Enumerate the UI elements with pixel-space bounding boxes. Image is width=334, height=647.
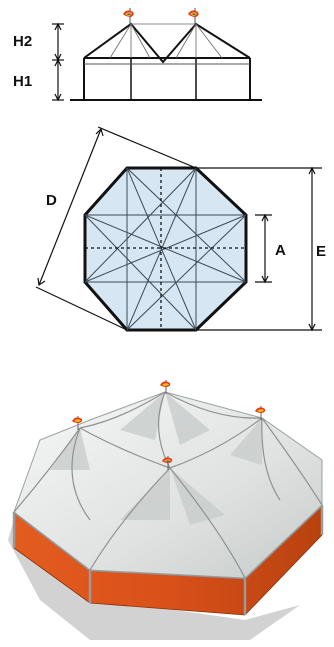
flag-icon — [255, 406, 266, 420]
roof-rafters — [109, 23, 223, 59]
centerlines — [85, 168, 246, 330]
flag-icon — [123, 8, 134, 24]
flag-icon — [188, 8, 199, 24]
flag-icon — [162, 456, 173, 470]
h1-label: H1 — [13, 73, 32, 90]
plan-view: D A E — [35, 126, 326, 332]
wall-posts — [12, 505, 324, 615]
d-label: D — [46, 192, 57, 209]
flag-icon — [160, 380, 171, 394]
flag-icon — [72, 416, 83, 430]
roof-shading — [50, 392, 262, 525]
tent-render — [8, 380, 324, 640]
height-dimension — [52, 22, 64, 102]
a-dimension — [255, 213, 272, 284]
d-dimension — [35, 126, 197, 331]
a-label: A — [275, 242, 286, 259]
roof-seams — [13, 391, 323, 579]
roof-outline — [83, 22, 251, 64]
e-label: E — [316, 243, 326, 260]
h2-label: H2 — [13, 33, 32, 50]
side-elevation: H2 H1 — [13, 8, 262, 102]
e-dimension — [196, 166, 322, 332]
ground-shadow — [8, 505, 300, 640]
